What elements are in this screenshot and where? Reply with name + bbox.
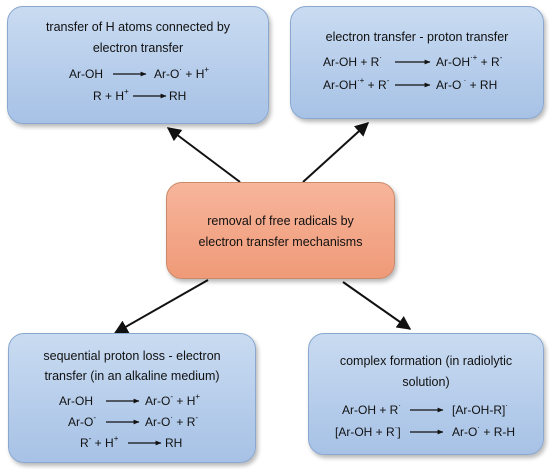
reaction-lhs: Ar-OH + R· <box>323 53 383 70</box>
reaction-lhs: Ar-OH <box>59 394 93 408</box>
reaction-rhs: Ar-O- + H+ <box>145 392 201 409</box>
reaction-rhs: Ar-O· + R- <box>145 413 199 430</box>
reaction-lhs: Ar-O- <box>68 413 97 430</box>
box-central-concept: removal of free radicals by electron tra… <box>166 182 395 279</box>
reaction-lhs: Ar-OH·+ + R- <box>323 76 390 93</box>
center-title-line2: electron transfer mechanisms <box>198 235 363 249</box>
box-sequential-proton-loss: sequential proton loss - electron transf… <box>8 333 256 463</box>
center-title-line1: removal of free radicals by <box>207 214 354 228</box>
reaction-rhs: [Ar-OH-R]· <box>452 401 508 418</box>
arrow-to-bottom-right <box>342 281 412 330</box>
box-complex-formation: complex formation (in radiolytic solutio… <box>308 333 544 455</box>
box-title-line2: electron transfer <box>92 41 184 55</box>
reaction-arrow <box>395 82 431 88</box>
reaction-rhs: RH <box>169 89 187 103</box>
reaction-lhs: [Ar-OH + R·] <box>335 423 401 440</box>
reaction-arrow <box>106 419 140 425</box>
reaction-rhs: Ar-O· + R-H <box>452 423 516 440</box>
box-title-line1: sequential proton loss - electron <box>43 349 221 363</box>
box-title-line1: electron transfer - proton transfer <box>325 30 509 44</box>
reaction-arrow <box>113 71 147 77</box>
reaction-lhs: R- + H+ <box>80 434 119 451</box>
reaction-lhs: Ar-OH <box>69 67 103 81</box>
arrow-to-top-right <box>302 122 370 183</box>
reaction-rhs: Ar-O· + H+ <box>154 65 210 82</box>
reaction-arrow <box>128 440 162 446</box>
box-title-line2: solution) <box>402 375 450 389</box>
box-title-line1: transfer of H atoms connected by <box>45 20 231 34</box>
reaction-lhs: Ar-OH + R· <box>342 401 402 418</box>
arrow-to-top-left <box>166 127 241 183</box>
reaction-arrow <box>106 398 140 404</box>
reaction-arrow <box>410 407 444 413</box>
box-h-atom-transfer: transfer of H atoms connected by electro… <box>7 6 269 124</box>
reaction-rhs: Ar-OH·+ + R- <box>436 53 503 70</box>
reaction-arrow <box>410 429 444 435</box>
reaction-rhs: Ar-O · + RH <box>436 76 498 93</box>
arrow-to-bottom-left <box>113 279 209 334</box>
reaction-lhs: R + H+ <box>93 87 129 104</box>
box-title-line1: complex formation (in radiolytic <box>339 354 513 368</box>
reaction-arrow <box>133 93 167 99</box>
box-title-line2: transfer (in an alkaline medium) <box>44 369 220 383</box>
reaction-arrow <box>395 59 431 65</box>
reaction-rhs: RH <box>165 436 183 450</box>
box-electron-transfer-proton-transfer: electron transfer - proton transfer Ar-O… <box>290 6 544 119</box>
